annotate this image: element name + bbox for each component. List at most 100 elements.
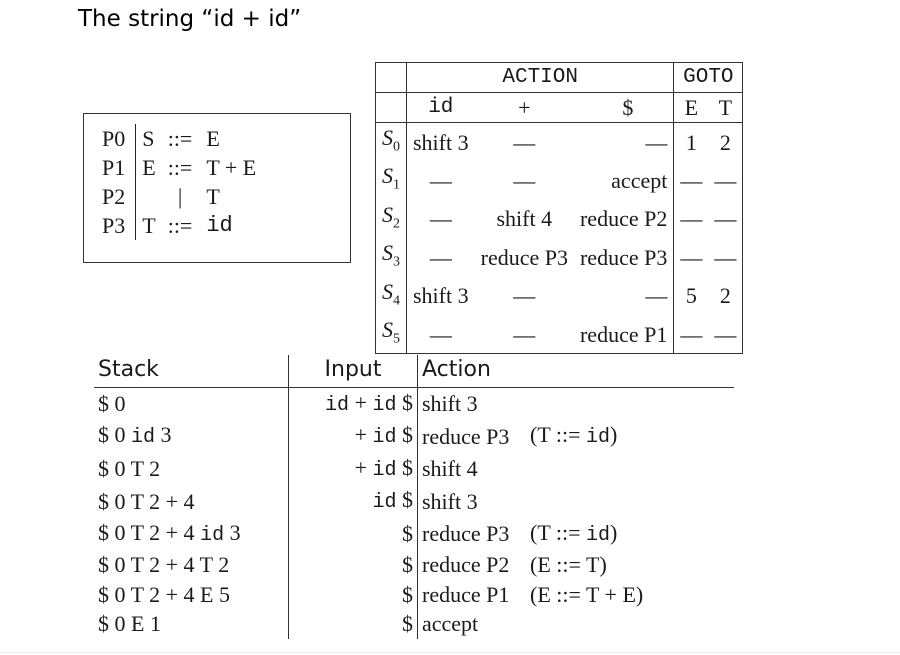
trace-note: (T ::= id)	[530, 519, 618, 547]
parse-row: S5——reduce P1——	[375, 314, 744, 355]
state-index: 5	[393, 331, 400, 347]
parse-cell: —	[708, 314, 744, 355]
trace-input: id + id $	[288, 386, 418, 420]
trace-input: $	[288, 579, 418, 609]
state-letter: S	[382, 278, 393, 304]
state-index: 3	[393, 254, 400, 270]
trace-input: $	[288, 609, 418, 639]
trace-note: (T ::= id)	[530, 422, 618, 449]
parse-cell: —	[429, 168, 452, 194]
production-name: P2	[96, 182, 137, 211]
goto-col-t: T	[708, 92, 744, 123]
trace-stack: $ 0 id 3	[98, 422, 172, 449]
parse-cell: reduce P3	[480, 244, 568, 270]
trace-row: $ 0 E 1$accept	[94, 609, 734, 639]
parse-cell: reduce P3	[573, 238, 675, 277]
production-rhs: E	[206, 126, 220, 151]
parse-cell: —	[708, 199, 744, 239]
production-name: P0	[96, 124, 137, 153]
action-header: ACTION	[406, 62, 675, 93]
trace-stack: $ 0 E 1	[98, 611, 161, 636]
bottom-divider	[0, 652, 900, 653]
parse-cell: —	[513, 283, 536, 309]
goto-header: GOTO	[673, 62, 744, 93]
parse-cell: 5	[685, 283, 697, 309]
parse-cell: shift 3	[413, 283, 469, 309]
production-separator: ::=	[167, 213, 193, 238]
state-letter: S	[382, 316, 393, 342]
trace-input: + id $	[288, 452, 418, 485]
state-index: 0	[393, 139, 400, 155]
id-token: id	[372, 426, 397, 449]
parse-cell: —	[673, 314, 709, 355]
production-name: P3	[96, 211, 137, 240]
trace-header-input: Input	[288, 355, 418, 387]
id-token: id	[200, 523, 225, 547]
trace-note: (E ::= T)	[530, 552, 607, 577]
parse-cell: 2	[708, 276, 744, 315]
trace-action: shift 3	[417, 386, 516, 420]
trace-row: $ 0 T 2 + 4 E 5$reduce P1(E ::= T + E)	[94, 579, 734, 609]
trace-input: + id $	[288, 420, 418, 453]
state-letter: S	[382, 201, 393, 227]
action-col-id: id	[406, 92, 475, 123]
trace-note	[516, 386, 734, 420]
state-cell: S3	[375, 238, 407, 277]
grammar-row: P2|T	[96, 182, 262, 211]
production-lhs: T	[142, 213, 156, 238]
trace-note	[516, 453, 734, 486]
id-token: id	[131, 426, 156, 449]
production-lhs: E	[142, 155, 156, 180]
trace-input: $	[288, 550, 418, 580]
trace-row: $ 0 T 2 + 4 T 2$reduce P2(E ::= T)	[94, 550, 734, 580]
state-letter: S	[382, 163, 393, 189]
production-lhs	[136, 182, 162, 211]
corner-cell	[375, 62, 407, 93]
state-letter: S	[382, 125, 393, 150]
parse-cell: 2	[708, 122, 744, 162]
production-rhs: id	[206, 213, 233, 238]
trace-stack: $ 0 T 2	[98, 456, 161, 481]
state-index: 1	[393, 177, 400, 193]
state-cell: S0	[375, 122, 407, 162]
parse-cell: —	[429, 206, 452, 232]
trace-row: $ 0 T 2 + id $shift 4	[94, 452, 734, 486]
trace-action: shift 4	[417, 452, 516, 485]
parse-cell: —	[708, 238, 744, 277]
parse-row: S1——accept——	[375, 161, 744, 200]
parse-cell: —	[680, 206, 703, 232]
parse-cell: —	[513, 168, 536, 194]
trace-stack: $ 0 T 2 + 4 id 3	[98, 519, 241, 547]
id-token: id	[372, 393, 397, 417]
parse-cell: —	[680, 244, 703, 270]
action-col-dollar: $	[573, 92, 675, 123]
slide-title: The string “id + id”	[78, 6, 302, 32]
state-cell: S1	[375, 161, 407, 200]
production-lhs: S	[142, 126, 155, 151]
parse-cell: —	[429, 244, 452, 270]
action-col-plus: +	[474, 92, 574, 123]
trace-action: reduce P1	[417, 579, 516, 609]
parse-cell: accept	[573, 161, 675, 200]
parse-cell: —	[474, 314, 574, 355]
parse-cell: 1	[685, 129, 697, 155]
parse-cell: —	[406, 314, 475, 355]
trace-stack: $ 0	[94, 386, 289, 420]
trace-header-action: Action	[417, 355, 516, 387]
trace-action: reduce P3	[417, 420, 516, 453]
parse-cell: —	[573, 122, 675, 162]
production-rhs: T + E	[206, 155, 257, 180]
trace-header-stack: Stack	[98, 357, 159, 382]
parse-cell: —	[708, 161, 744, 200]
trace-row: $ 0 T 2 + 4 id 3$reduce P3(T ::= id)	[94, 517, 734, 550]
production-rhs: T	[206, 184, 220, 209]
